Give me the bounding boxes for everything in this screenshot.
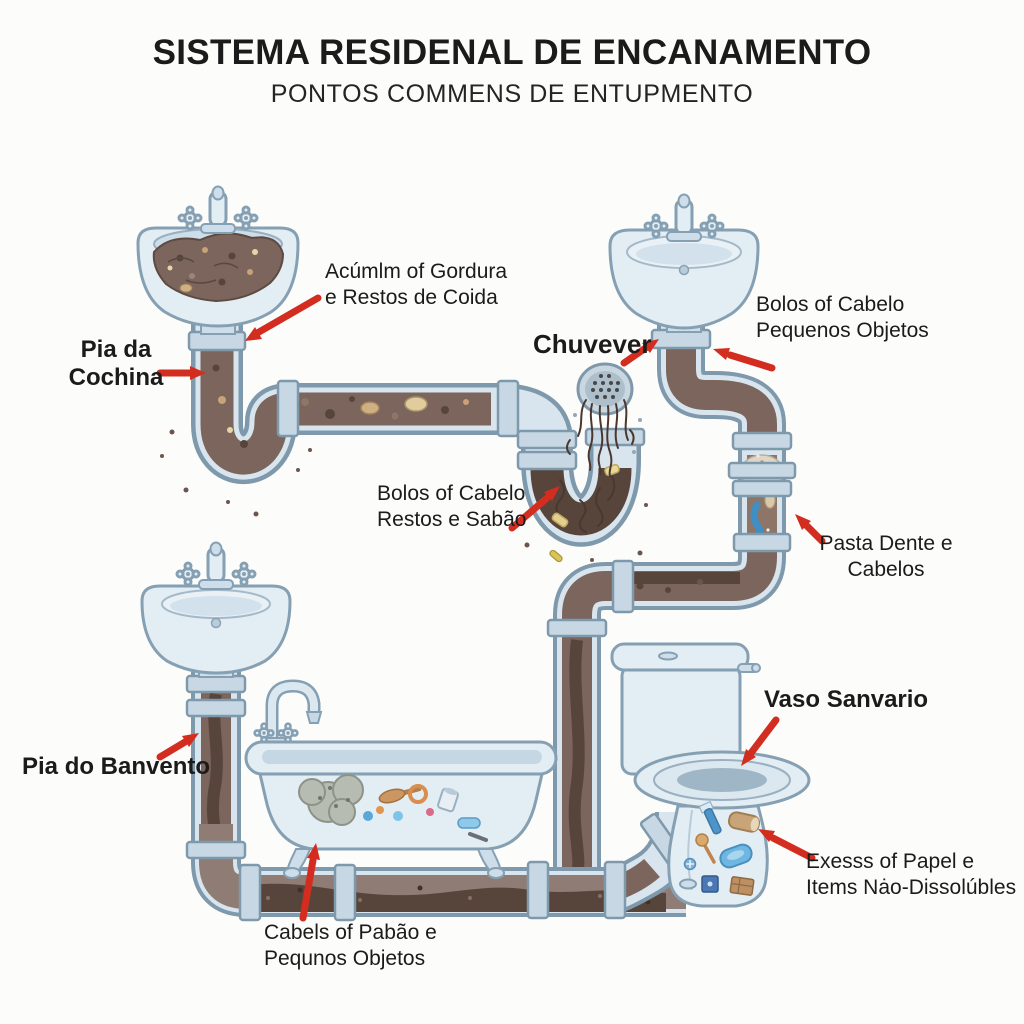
bathtub-illustration <box>244 679 558 879</box>
lavatory-faucet <box>177 543 255 590</box>
kitchen-sink-grease-heap <box>152 232 285 303</box>
label-shower: Chuvever <box>533 329 652 359</box>
diagram-title: SISTEMA RESIDENAL DE ENCANAMENTO <box>152 33 872 72</box>
toilet-flush-handle <box>737 663 761 673</box>
label-shower-clog: Bolos of Cabelo Restos e Sabão <box>377 482 527 532</box>
kitchen-sink-illustration <box>136 187 300 335</box>
shower-drain-hair <box>566 399 642 477</box>
main-pipe-debris <box>266 885 651 905</box>
toilet-illustration <box>610 642 811 908</box>
kitchen-pipe-debris <box>160 364 469 517</box>
label-toilet: Vaso Sanvario <box>764 686 929 713</box>
arrow-lavatory-sink <box>156 733 199 761</box>
kitchen-faucet <box>179 187 257 234</box>
label-toilet-clog: Exesss of Papel e Items Nȧo-Dissolúbles <box>806 850 1017 900</box>
arrow-grease <box>245 294 322 341</box>
bathtub-clutter <box>298 774 488 842</box>
arrow-bathroom-sink-clog <box>713 348 776 372</box>
bathtub-faucet <box>253 679 323 755</box>
arrow-toothpaste-clog <box>795 514 826 545</box>
arrow-shower <box>620 339 659 367</box>
pipe-couplings <box>185 328 797 922</box>
label-toothpaste-clog: Pasta Dente e Cabelos <box>819 532 953 582</box>
label-bathtub-clog: Cabels of Pabão e Pequnos Objetos <box>264 921 437 971</box>
diagram-subtitle: PONTOS COMMENS DE ENTUPMENTO <box>270 80 754 108</box>
label-grease-clog: Acúmlm of Gordura e Restos de Coida <box>325 260 508 310</box>
arrow-toilet <box>741 716 780 766</box>
arrow-kitchen-sink <box>156 366 206 380</box>
arrow-bathtub-clog <box>299 843 320 922</box>
lavatory-sink-illustration <box>140 543 292 678</box>
shower-trap-clog <box>524 463 648 563</box>
bathroom-faucet <box>645 195 723 242</box>
bathroom-sink-drain-pipe <box>553 320 786 884</box>
toilet-base-items <box>683 800 761 896</box>
label-kitchen-sink: Pia da Cochina <box>68 336 164 391</box>
arrow-shower-clog <box>508 486 560 532</box>
bathroom-sink-illustration <box>608 195 760 333</box>
arrow-toilet-clog <box>758 829 816 862</box>
toilet-tank-lid <box>610 642 750 672</box>
bathtub-legs <box>283 848 505 879</box>
shower-drain-illustration <box>566 362 642 477</box>
label-bathroom-sink-clog: Bolos of Cabelo Pequenos Objetos <box>756 293 929 343</box>
label-lavatory-sink: Pia do Banvento <box>22 753 211 780</box>
shower-drain-holes <box>591 374 620 399</box>
